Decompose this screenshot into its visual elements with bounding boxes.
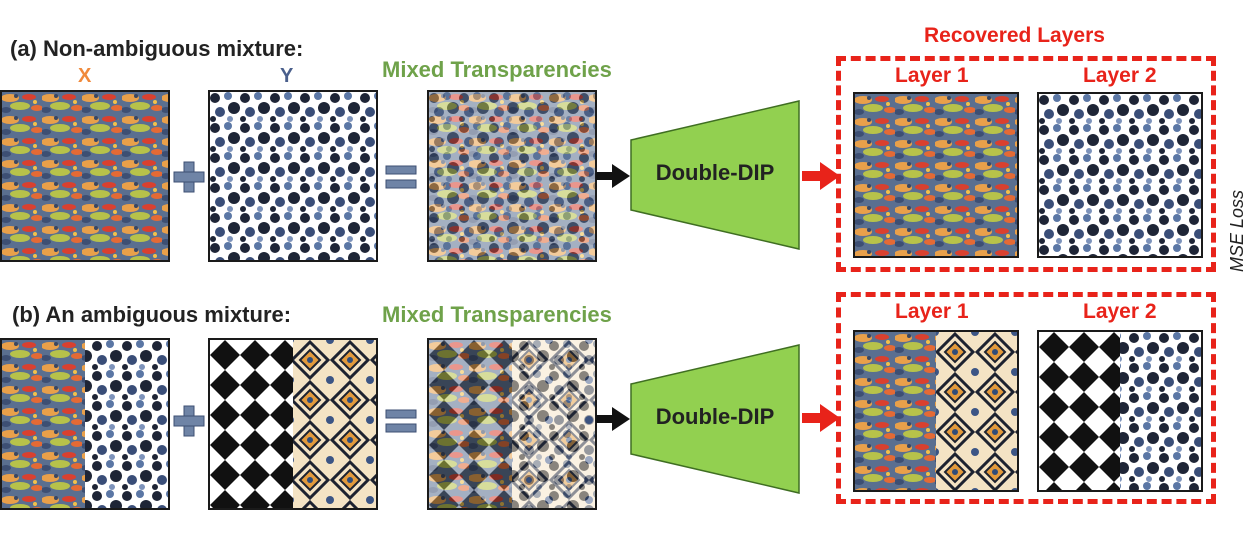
row-b-title: (b) An ambiguous mixture:: [12, 302, 292, 327]
plus-icon: [173, 405, 205, 437]
trapezoid-shape: [630, 344, 800, 494]
row-a-title: (a) Non-ambiguous mixture:: [10, 36, 304, 61]
row-a-image-x: [0, 90, 170, 262]
x-label: X: [78, 65, 92, 87]
row-b-network: Double-DIP: [630, 344, 800, 494]
row-b-recovered-box: [836, 292, 1216, 504]
row-b-layer2-image: [1037, 330, 1203, 492]
row-a-recovered-box: [836, 56, 1216, 272]
row-b-layer2-label: Layer 2: [1083, 300, 1157, 323]
row-a-layer2-image: [1037, 92, 1203, 258]
row-b-layer1-label: Layer 1: [895, 300, 969, 323]
side-label: MSE Loss: [1227, 189, 1244, 272]
red-arrow-icon: [802, 162, 840, 190]
equals-icon: [385, 409, 417, 433]
plus-icon: [173, 161, 205, 193]
row-a-network: Double-DIP: [630, 100, 800, 250]
row-b-mixed-label: Mixed Transparencies: [382, 302, 612, 327]
row-b-layer1-image: [853, 330, 1019, 492]
row-b-image-x: [0, 338, 170, 510]
row-a-layer2-label: Layer 2: [1083, 64, 1157, 87]
row-b-mixed-image: [427, 338, 597, 510]
row-a-image-y: [208, 90, 378, 262]
row-a-mixed-label: Mixed Transparencies: [382, 57, 612, 82]
equals-icon: [385, 165, 417, 189]
row-a-layer1-image: [853, 92, 1019, 258]
recovered-layers-title: Recovered Layers: [924, 24, 1105, 47]
red-arrow-icon: [802, 404, 840, 432]
arrow-icon: [596, 164, 630, 188]
row-a-layer1-label: Layer 1: [895, 64, 969, 87]
row-b-image-y: [208, 338, 378, 510]
row-a-network-label: Double-DIP: [655, 160, 775, 185]
row-b-network-label: Double-DIP: [655, 404, 775, 429]
y-label: Y: [280, 65, 294, 87]
trapezoid-shape: [630, 100, 800, 250]
row-a-mixed-image: [427, 90, 597, 262]
arrow-icon: [596, 407, 630, 431]
